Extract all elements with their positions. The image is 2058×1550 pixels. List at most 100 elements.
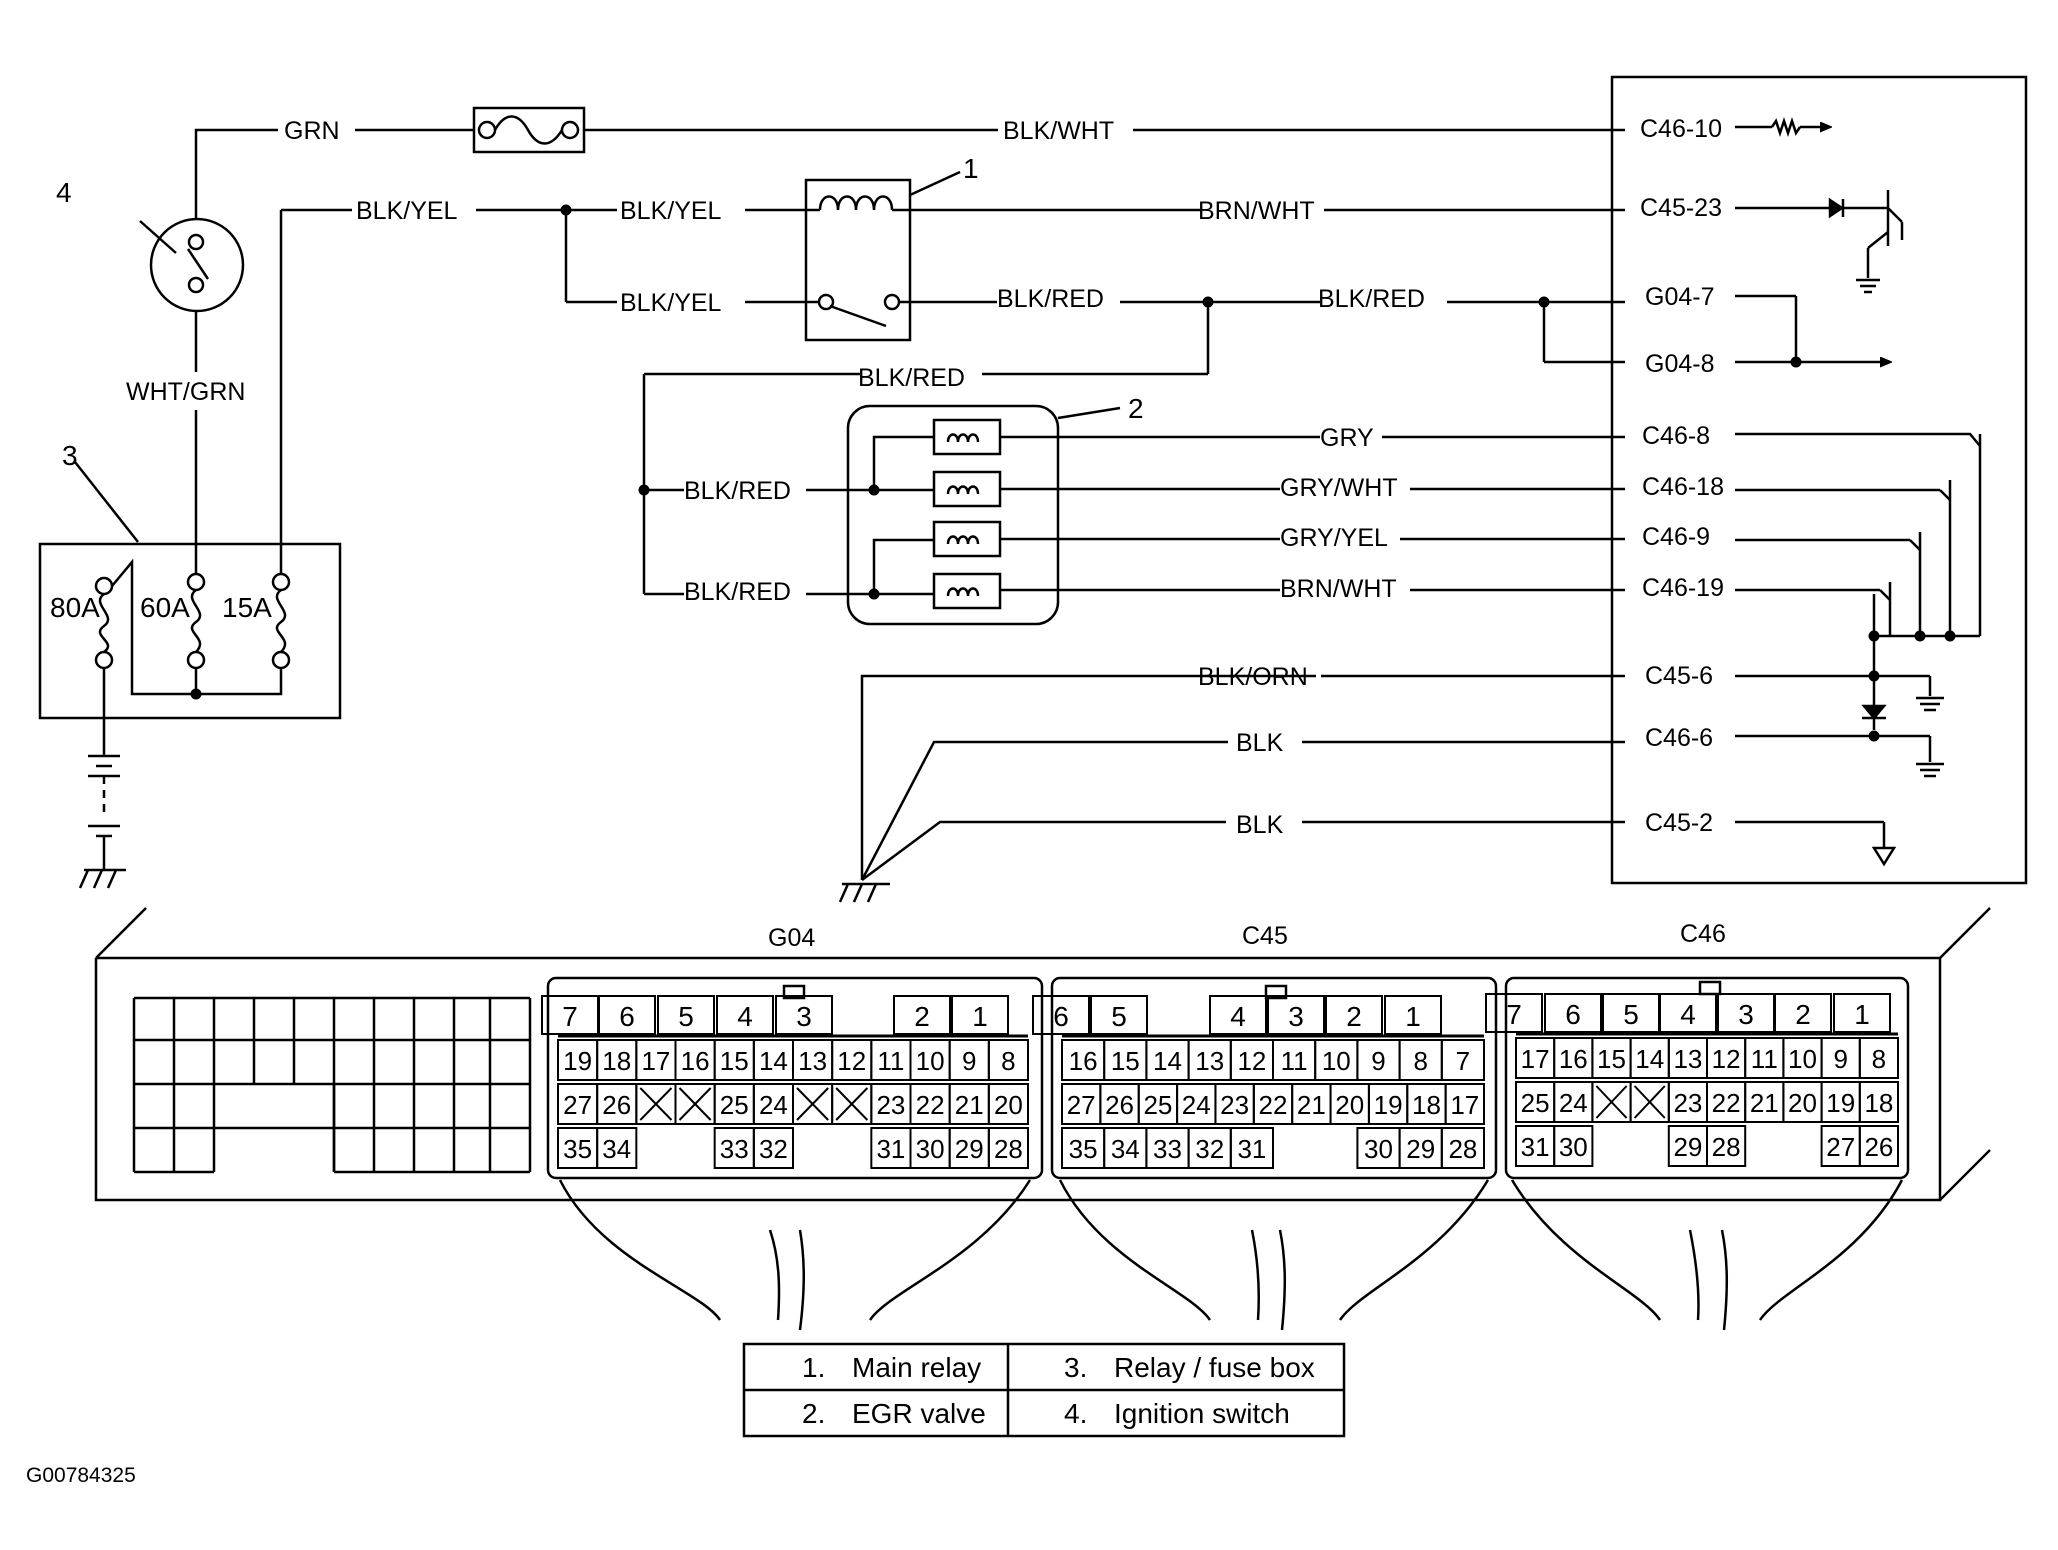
pin-number: 23 xyxy=(1220,1090,1249,1120)
pin-cell xyxy=(1485,993,1543,1033)
fuse-80a-label: 80A xyxy=(50,592,100,623)
pin-number: 13 xyxy=(798,1046,827,1076)
wire-blk-red-2: BLK/RED xyxy=(1318,285,1425,313)
pin-number: 21 xyxy=(1297,1090,1326,1120)
pin-cell xyxy=(1659,993,1717,1033)
ignition-switch xyxy=(139,217,245,313)
legend-label-4: Ignition switch xyxy=(1114,1398,1290,1429)
pin-number: 13 xyxy=(1195,1046,1224,1076)
label-ignition-switch-number: 4 xyxy=(56,177,72,208)
pin-cell xyxy=(893,995,951,1035)
pin-number: 13 xyxy=(1673,1044,1702,1074)
pin-number: 24 xyxy=(759,1090,788,1120)
pin-number: 2 xyxy=(914,1001,930,1032)
pin-g04-7: G04-7 xyxy=(1645,283,1714,311)
pin-number: 12 xyxy=(1712,1044,1741,1074)
pin-number: 26 xyxy=(1864,1132,1893,1162)
pin-number: 35 xyxy=(1069,1134,1098,1164)
pin-number: 20 xyxy=(1788,1088,1817,1118)
pin-number: 12 xyxy=(1237,1046,1266,1076)
pin-cell xyxy=(1440,1039,1486,1081)
pin-number: 24 xyxy=(1182,1090,1211,1120)
pin-number: 10 xyxy=(916,1046,945,1076)
pin-number: 16 xyxy=(1069,1046,1098,1076)
pin-cell xyxy=(1544,993,1602,1033)
pin-cell xyxy=(1858,1037,1900,1079)
pin-number: 4 xyxy=(737,1001,753,1032)
pin-cell xyxy=(1440,1127,1486,1169)
pin-number: 33 xyxy=(1153,1134,1182,1164)
wire-blk-2: BLK xyxy=(1236,811,1284,839)
wire-blk-yel-3: BLK/YEL xyxy=(620,289,722,317)
pin-cell xyxy=(596,1127,638,1169)
pin-number: 17 xyxy=(1450,1090,1479,1120)
pin-number: 18 xyxy=(1412,1090,1441,1120)
pin-number: 17 xyxy=(1521,1044,1550,1074)
pin-cell xyxy=(987,1039,1029,1081)
pin-number: 11 xyxy=(877,1046,904,1076)
pin-number: 23 xyxy=(876,1090,905,1120)
pin-number: 19 xyxy=(1374,1090,1403,1120)
pin-number: 7 xyxy=(562,1001,578,1032)
pin-number: 9 xyxy=(962,1046,976,1076)
legend-label-2: EGR valve xyxy=(852,1398,986,1429)
pin-c46-18: C46-18 xyxy=(1642,473,1724,501)
wire-blk-yel-2: BLK/YEL xyxy=(620,197,722,225)
footer-id: G00784325 xyxy=(26,1464,136,1487)
pin-number: 27 xyxy=(563,1090,592,1120)
pin-number: 28 xyxy=(994,1134,1023,1164)
pin-number: 15 xyxy=(720,1046,749,1076)
pin-c45-2: C45-2 xyxy=(1645,809,1713,837)
wire-blk-yel-1: BLK/YEL xyxy=(356,197,458,225)
pin-number: 24 xyxy=(1559,1088,1588,1118)
pin-number: 30 xyxy=(1559,1132,1588,1162)
wire-blk-red-1: BLK/RED xyxy=(997,285,1104,313)
pin-number: 2 xyxy=(1795,999,1811,1030)
pin-number: 23 xyxy=(1673,1088,1702,1118)
pin-cell xyxy=(987,1083,1029,1125)
pin-c45-23: C45-23 xyxy=(1640,194,1722,222)
label-main-relay-number: 1 xyxy=(963,153,979,184)
fuse-15a-label: 15A xyxy=(222,592,272,623)
pin-number: 12 xyxy=(837,1046,866,1076)
ecm-housing xyxy=(94,907,1991,1202)
legend-num-1: 1. xyxy=(802,1352,825,1383)
ecm-box xyxy=(1610,75,2028,885)
wire-brn-wht-2: BRN/WHT xyxy=(1280,575,1397,603)
pin-number: 21 xyxy=(955,1090,984,1120)
pin-number: 7 xyxy=(1456,1046,1470,1076)
legend-label-1: Main relay xyxy=(852,1352,981,1383)
wire-wht-grn: WHT/GRN xyxy=(126,378,245,406)
pin-cell xyxy=(987,1127,1029,1169)
pin-cell xyxy=(1090,995,1148,1035)
pin-cell xyxy=(1774,993,1832,1033)
pin-number: 26 xyxy=(1105,1090,1134,1120)
pin-number: 11 xyxy=(1281,1046,1308,1076)
pin-number: 3 xyxy=(1738,999,1754,1030)
pin-cell xyxy=(1209,995,1267,1035)
pin-number: 28 xyxy=(1448,1134,1477,1164)
pin-number: 6 xyxy=(1565,999,1581,1030)
pin-c46-19: C46-19 xyxy=(1642,574,1724,602)
pin-cell xyxy=(657,995,715,1035)
wire-blk-wht: BLK/WHT xyxy=(1003,117,1114,145)
pin-number: 21 xyxy=(1750,1088,1779,1118)
pin-number: 6 xyxy=(1053,1001,1069,1032)
wire-gry: GRY xyxy=(1320,424,1374,452)
pin-g04-8: G04-8 xyxy=(1645,350,1714,378)
pin-number: 8 xyxy=(1001,1046,1015,1076)
pin-number: 16 xyxy=(681,1046,710,1076)
wire-gry-yel: GRY/YEL xyxy=(1280,524,1388,552)
legend-num-2: 2. xyxy=(802,1398,825,1429)
pin-number: 10 xyxy=(1322,1046,1351,1076)
pin-number: 30 xyxy=(916,1134,945,1164)
pin-cell xyxy=(1325,995,1383,1035)
pin-cell xyxy=(1267,995,1325,1035)
pin-cell xyxy=(1858,1081,1900,1123)
pin-number: 14 xyxy=(1153,1046,1182,1076)
legend-num-3: 3. xyxy=(1064,1352,1087,1383)
pin-number: 19 xyxy=(1826,1088,1855,1118)
pin-number: 4 xyxy=(1230,1001,1246,1032)
pin-number: 17 xyxy=(641,1046,670,1076)
pin-cell xyxy=(1706,1125,1747,1167)
